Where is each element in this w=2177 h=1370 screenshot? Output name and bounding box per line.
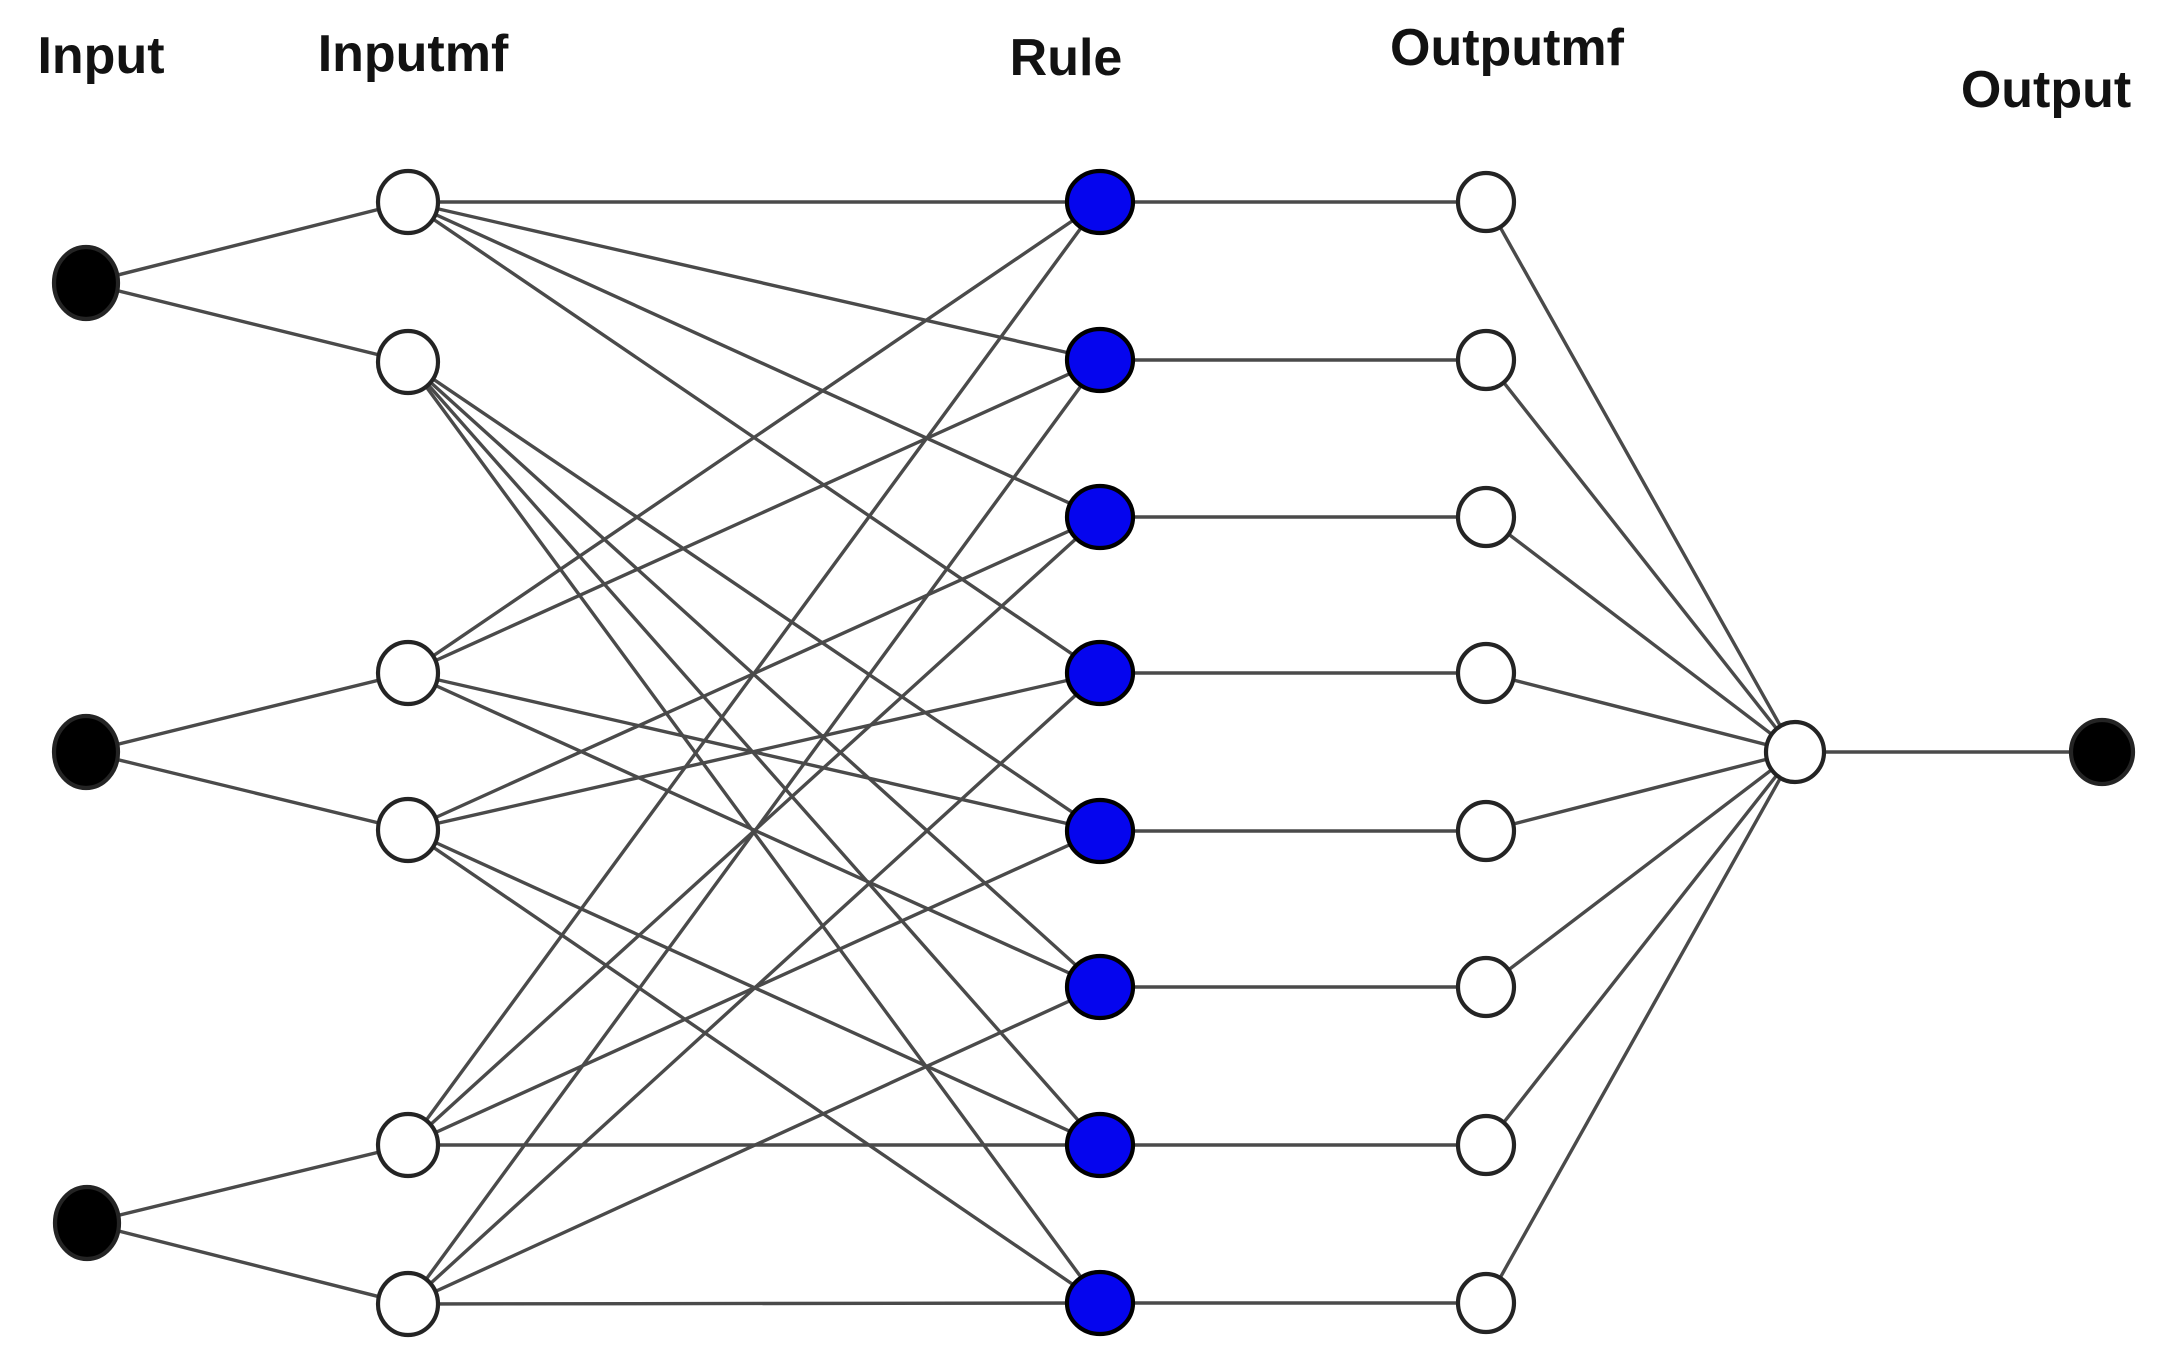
layer-label-input: Input xyxy=(37,27,165,85)
edge-omf2-agg xyxy=(1484,358,1797,754)
node-outputmf-omf6 xyxy=(1455,955,1517,1019)
layer-label-inputmf: Inputmf xyxy=(317,25,509,83)
node-rule-r3 xyxy=(1064,483,1136,551)
edge-omf5-agg xyxy=(1485,750,1796,833)
node-input-in2 xyxy=(51,713,121,791)
edge-imf1-r2 xyxy=(407,200,1101,362)
node-rule-r1 xyxy=(1064,168,1136,236)
node-inputmf-imf2 xyxy=(375,328,441,396)
node-outputmf-omf8 xyxy=(1455,1271,1517,1335)
node-rule-r5 xyxy=(1064,797,1136,865)
node-outputmf-omf4 xyxy=(1455,641,1517,705)
edge-in2-imf4 xyxy=(85,750,409,832)
node-rule-r6 xyxy=(1064,953,1136,1021)
node-outputmf-omf1 xyxy=(1455,170,1517,234)
node-aggregate-agg xyxy=(1763,719,1827,785)
edge-in2-imf3 xyxy=(85,671,409,754)
edge-imf2-r7 xyxy=(406,360,1102,1147)
node-inputmf-imf1 xyxy=(375,168,441,236)
node-input-in3 xyxy=(52,1184,122,1262)
edge-imf3-r2 xyxy=(407,358,1101,675)
edge-omf3-agg xyxy=(1484,515,1797,754)
edge-in1-imf1 xyxy=(85,200,409,285)
edge-imf2-r5 xyxy=(407,360,1101,833)
node-input-in1 xyxy=(51,244,121,322)
edge-omf1-agg xyxy=(1484,201,1797,753)
edge-imf2-r8 xyxy=(406,360,1102,1305)
node-rule-r8 xyxy=(1064,1269,1136,1337)
node-inputmf-imf3 xyxy=(375,639,441,707)
node-inputmf-imf4 xyxy=(375,796,441,864)
node-outputmf-omf7 xyxy=(1455,1113,1517,1177)
layer-label-rule: Rule xyxy=(1009,29,1123,87)
edge-imf4-r7 xyxy=(407,828,1101,1147)
edge-in3-imf6 xyxy=(86,1221,409,1306)
edge-omf6-agg xyxy=(1484,750,1797,989)
node-inputmf-imf6 xyxy=(375,1270,441,1338)
node-inputmf-imf5 xyxy=(375,1111,441,1179)
node-outputmf-omf5 xyxy=(1455,799,1517,863)
node-rule-r7 xyxy=(1064,1111,1136,1179)
edge-imf2-r6 xyxy=(406,360,1102,989)
node-output-out xyxy=(2068,717,2136,787)
edge-omf4-agg xyxy=(1485,671,1796,754)
edge-omf8-agg xyxy=(1484,751,1797,1304)
node-rule-r4 xyxy=(1064,639,1136,707)
edge-imf1-r3 xyxy=(407,200,1101,519)
node-rule-r2 xyxy=(1064,326,1136,394)
node-outputmf-omf2 xyxy=(1455,328,1517,392)
edge-in1-imf2 xyxy=(85,281,409,364)
node-outputmf-omf3 xyxy=(1455,485,1517,549)
layer-label-output: Output xyxy=(1960,61,2132,119)
layer-label-outputmf: Outputmf xyxy=(1390,19,1624,77)
edge-in3-imf5 xyxy=(86,1143,409,1225)
edge-imf1-r4 xyxy=(407,200,1101,675)
edge-omf7-agg xyxy=(1484,750,1797,1147)
edge-imf4-r8 xyxy=(407,828,1101,1305)
edge-imf6-r8 xyxy=(407,1301,1101,1306)
